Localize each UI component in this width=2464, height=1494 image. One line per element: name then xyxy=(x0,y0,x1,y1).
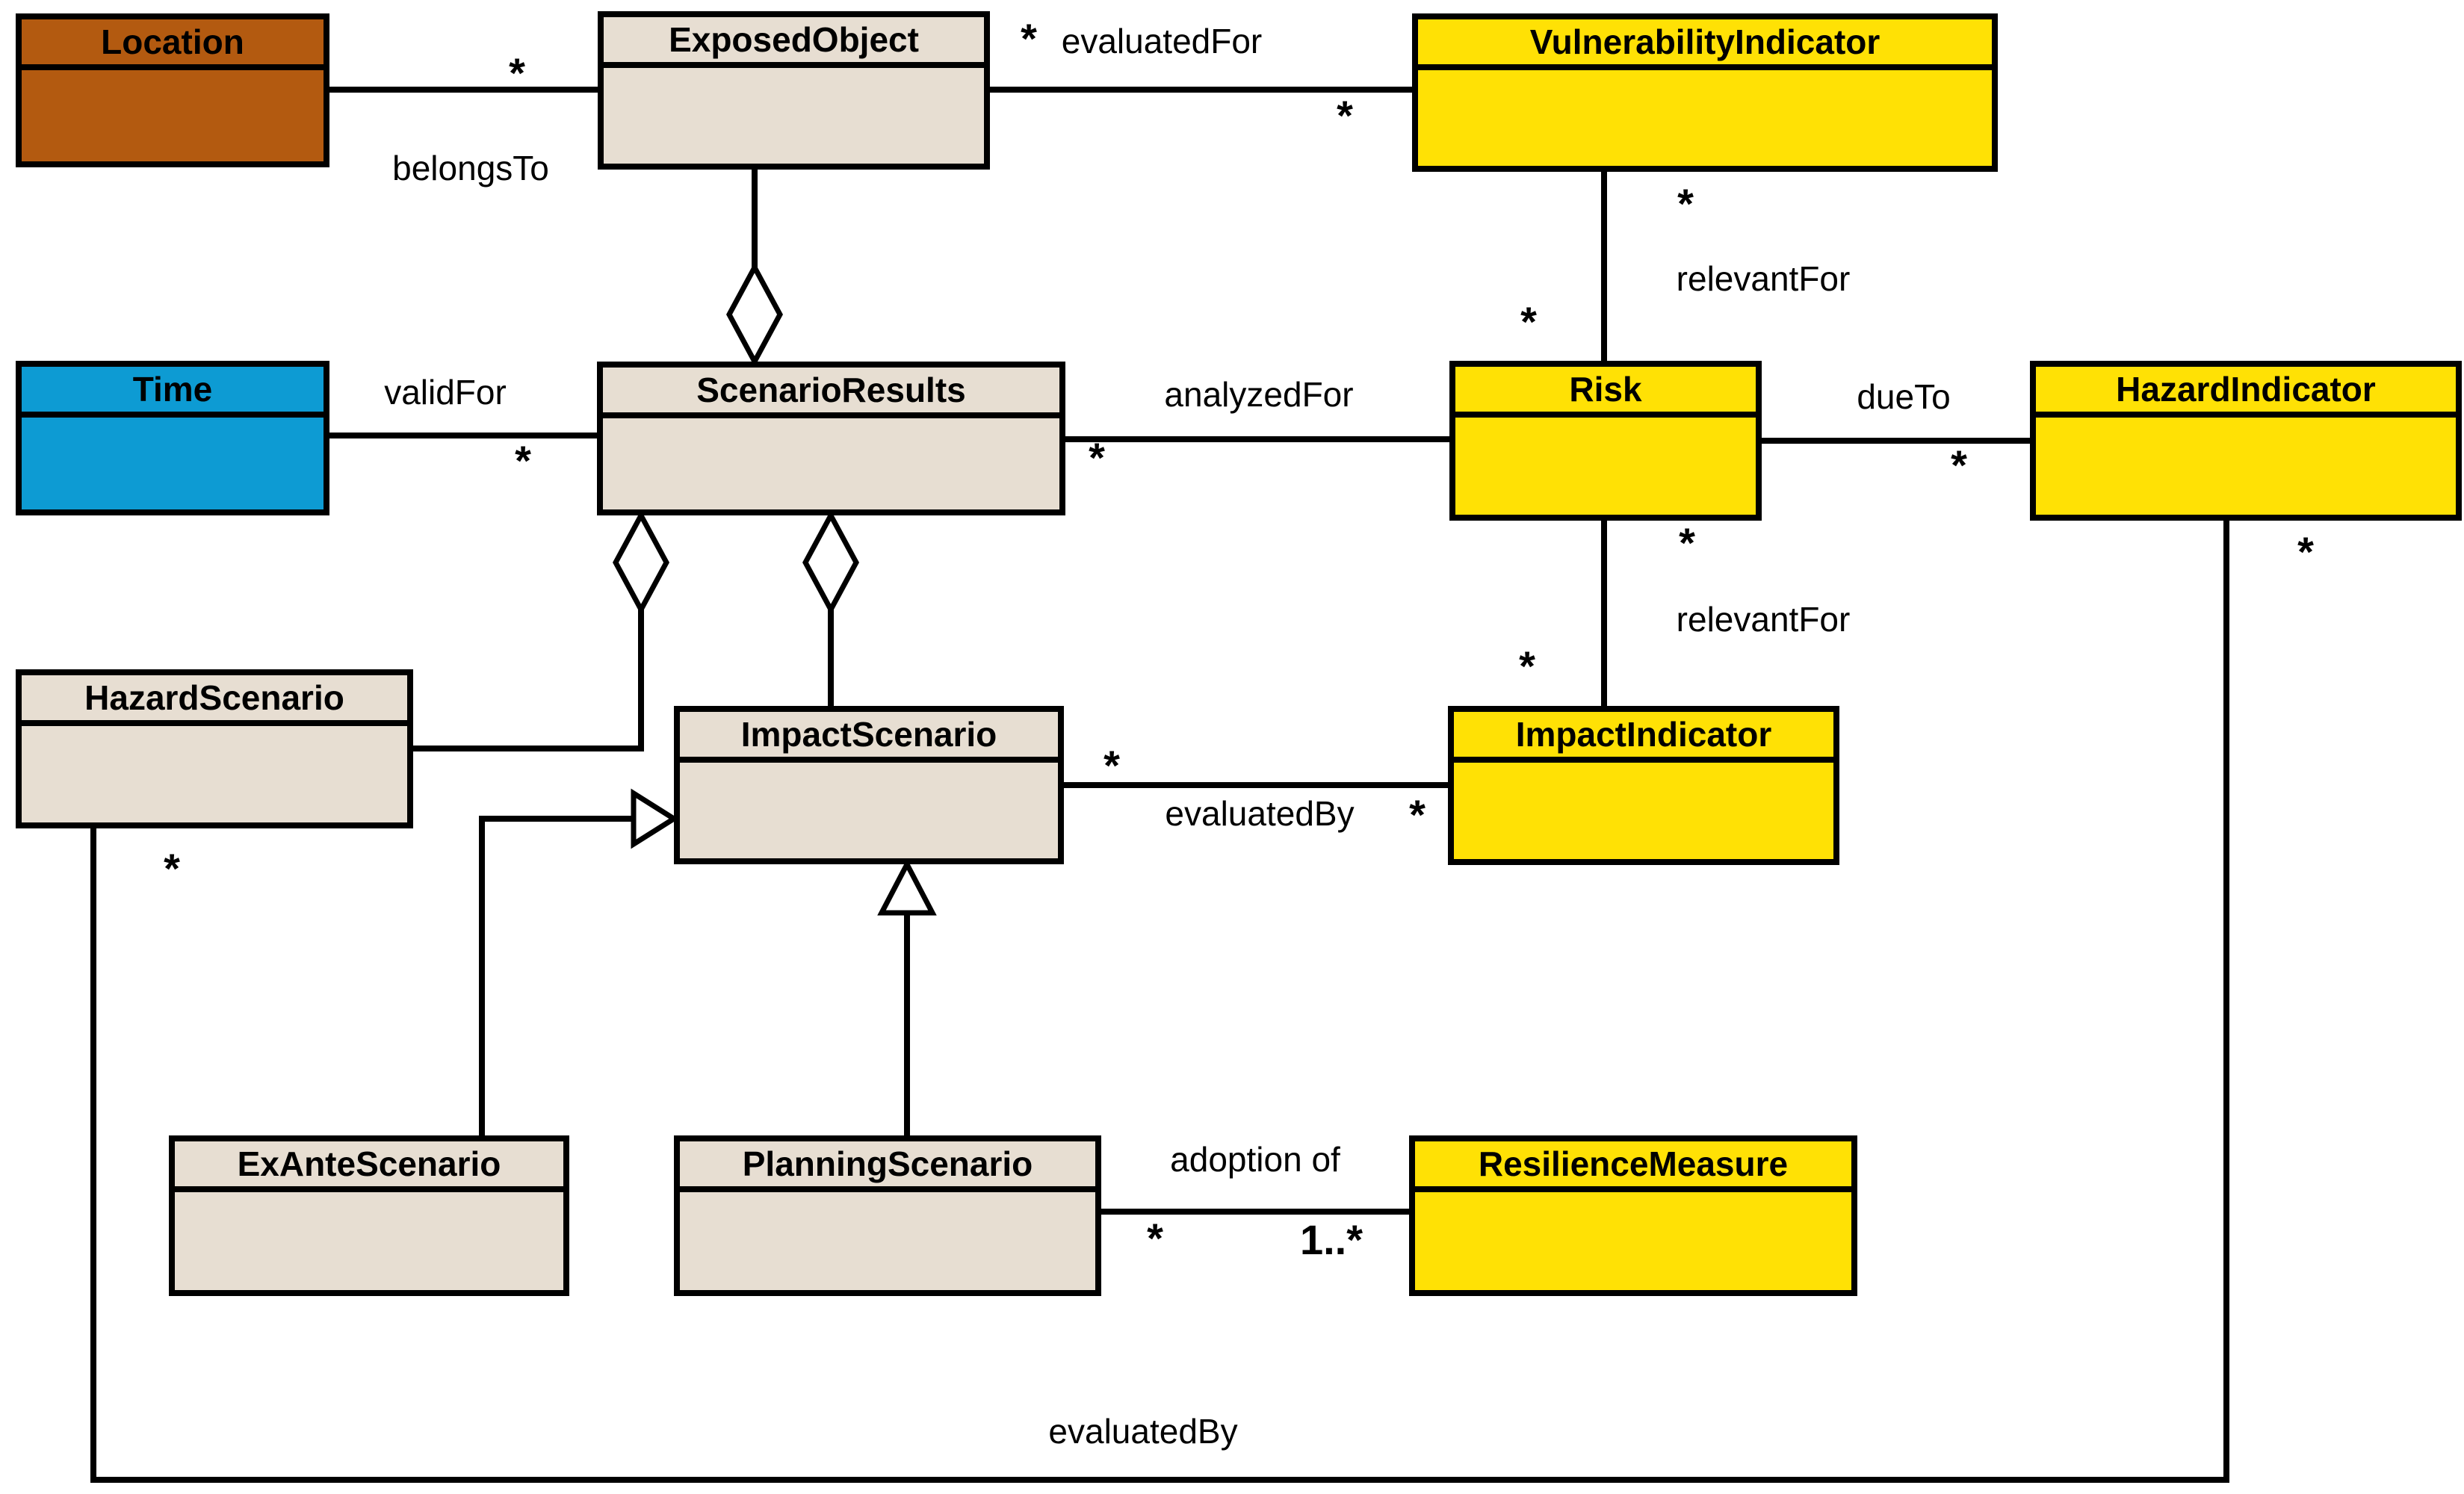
class-hazardindicator: HazardIndicator xyxy=(2030,361,2462,521)
association-label-adoption-of: adoption of xyxy=(1170,1140,1340,1179)
class-title-exposedobject: ExposedObject xyxy=(604,17,984,68)
association-label-relevantfor-bottom: relevantFor xyxy=(1676,600,1851,639)
multiplicity-evaluatedby-impactscenario: * xyxy=(1103,742,1120,789)
class-title-location: Location xyxy=(22,19,324,70)
class-body-exposedobject xyxy=(604,68,984,164)
class-title-risk: Risk xyxy=(1455,367,1756,418)
class-scenarioresults: ScenarioResults xyxy=(597,362,1065,515)
class-title-hazardindicator: HazardIndicator xyxy=(2036,367,2456,418)
class-body-resiliencemeasure xyxy=(1415,1192,1851,1290)
aggregation-diamond-hazardscenario xyxy=(613,509,669,616)
class-resiliencemeasure: ResilienceMeasure xyxy=(1409,1135,1857,1296)
class-body-hazardindicator xyxy=(2036,418,2456,515)
class-body-scenarioresults xyxy=(603,418,1059,509)
multiplicity-validfor-scenarioresults: * xyxy=(515,437,531,484)
multiplicity-evaluatedby-hazardscenario: * xyxy=(164,845,180,892)
class-title-exantescenario: ExAnteScenario xyxy=(175,1141,563,1192)
class-body-planningscenario xyxy=(680,1192,1095,1290)
multiplicity-relevantfor-risk-top: * xyxy=(1520,298,1537,345)
class-body-exantescenario xyxy=(175,1192,563,1290)
aggregation-diamond-impactscenario xyxy=(802,509,859,616)
class-impactindicator: ImpactIndicator xyxy=(1448,706,1839,865)
class-planningscenario: PlanningScenario xyxy=(674,1135,1101,1296)
class-title-time: Time xyxy=(22,367,324,418)
association-label-validfor: validFor xyxy=(384,373,507,412)
multiplicity-dueto-hazardindicator: * xyxy=(1951,441,1967,489)
association-label-dueto: dueTo xyxy=(1857,377,1951,416)
class-title-impactscenario: ImpactScenario xyxy=(680,712,1058,763)
class-exposedobject: ExposedObject xyxy=(598,11,990,170)
generalization-triangle-exantescenario xyxy=(631,788,679,849)
class-body-hazardscenario xyxy=(22,726,407,822)
multiplicity-relevantfor-impactindicator: * xyxy=(1519,642,1535,689)
association-label-evaluatedby-mid: evaluatedBy xyxy=(1165,794,1355,833)
association-label-evaluatedfor: evaluatedFor xyxy=(1061,22,1263,61)
connector-scenarioresults-hazardscenario xyxy=(413,608,644,751)
generalization-triangle-planningscenario xyxy=(877,858,937,916)
class-impactscenario: ImpactScenario xyxy=(674,706,1064,864)
class-body-vulnerabilityindicator xyxy=(1418,70,1992,166)
class-body-location xyxy=(22,70,324,161)
class-title-hazardscenario: HazardScenario xyxy=(22,675,407,726)
connector-exantescenario-impactscenario xyxy=(479,816,634,1135)
multiplicity-evaluatedby-impactindicator: * xyxy=(1409,791,1426,838)
class-title-planningscenario: PlanningScenario xyxy=(680,1141,1095,1192)
association-label-relevantfor-top: relevantFor xyxy=(1676,259,1851,298)
multiplicity-relevantfor-risk-bottom: * xyxy=(1679,519,1695,566)
multiplicity-evaluatedfor-vulnerabilityindicator: * xyxy=(1337,92,1353,139)
class-body-impactindicator xyxy=(1454,763,1833,859)
class-body-risk xyxy=(1455,418,1756,515)
class-location: Location xyxy=(16,13,329,167)
multiplicity-adoptionof-resiliencemeasure: 1..* xyxy=(1299,1216,1363,1263)
multiplicity-adoptionof-planningscenario: * xyxy=(1147,1215,1163,1262)
multiplicity-evaluatedfor-exposedobject: * xyxy=(1021,15,1037,62)
association-label-belongsto: belongsTo xyxy=(392,149,549,187)
class-title-scenarioresults: ScenarioResults xyxy=(603,368,1059,418)
class-title-vulnerabilityindicator: VulnerabilityIndicator xyxy=(1418,19,1992,70)
association-label-analyzedfor: analyzedFor xyxy=(1164,375,1354,414)
class-time: Time xyxy=(16,361,329,515)
multiplicity-evaluatedby-hazardindicator: * xyxy=(2297,528,2314,575)
class-body-impactscenario xyxy=(680,763,1058,858)
class-body-time xyxy=(22,418,324,509)
connector-hazardscenario-hazardindicator xyxy=(90,521,2229,1483)
class-hazardscenario: HazardScenario xyxy=(16,669,413,828)
aggregation-diamond-exposedobject xyxy=(726,261,783,368)
class-title-resiliencemeasure: ResilienceMeasure xyxy=(1415,1141,1851,1192)
class-exantescenario: ExAnteScenario xyxy=(169,1135,569,1296)
class-vulnerabilityindicator: VulnerabilityIndicator xyxy=(1412,13,1998,172)
multiplicity-belongsto-exposedobject: * xyxy=(509,49,525,96)
multiplicity-analyzedfor-scenarioresults: * xyxy=(1089,434,1105,481)
multiplicity-relevantfor-vulnerabilityindicator: * xyxy=(1677,180,1694,227)
class-risk: Risk xyxy=(1449,361,1762,521)
class-title-impactindicator: ImpactIndicator xyxy=(1454,712,1833,763)
association-label-evaluatedby-bottom: evaluatedBy xyxy=(1048,1412,1238,1451)
